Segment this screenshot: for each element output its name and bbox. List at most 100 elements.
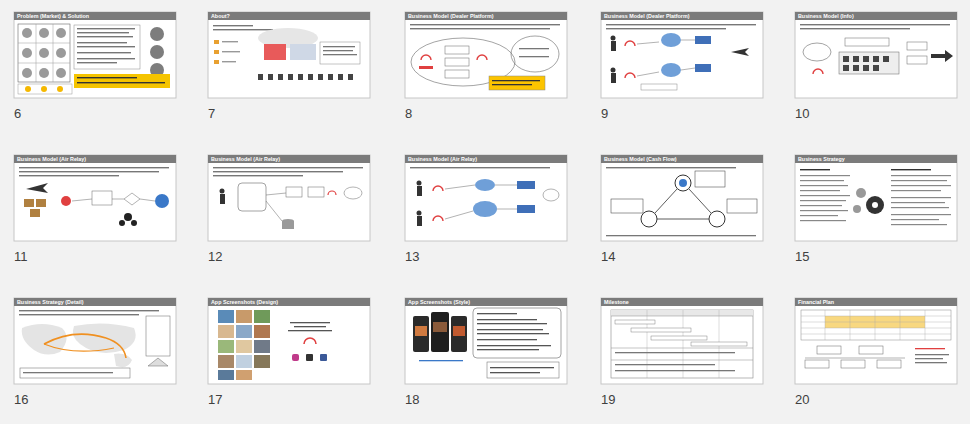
thumb-graphic <box>679 179 687 187</box>
thumb-graphic <box>445 58 469 66</box>
thumb-graphic <box>286 187 302 197</box>
thumb-graphic <box>657 219 709 220</box>
thumb-graphic <box>606 235 756 236</box>
thumb-graphic <box>77 62 117 63</box>
slide-number: 9 <box>601 106 608 121</box>
thumb-graphic <box>615 370 735 371</box>
thumb-graphic <box>891 190 941 191</box>
thumb-graphic <box>119 220 125 226</box>
slide-number: 15 <box>795 249 809 264</box>
thumb-graphic <box>236 325 252 338</box>
slide-number: 7 <box>208 106 215 121</box>
thumb-graphic <box>661 63 681 77</box>
thumb-graphic <box>601 155 763 241</box>
thumb-graphic <box>891 219 939 220</box>
thumb-graphic <box>891 169 931 170</box>
thumb-graphic <box>601 12 763 98</box>
thumb-graphic <box>891 207 949 208</box>
slide-thumb <box>405 155 567 241</box>
thumb-graphic <box>77 46 135 47</box>
slide-thumbnail: Business Model (Dealer Platform)9 <box>601 12 763 98</box>
thumb-graphic <box>19 310 159 311</box>
thumb-graphic <box>872 202 878 208</box>
thumb-graphic <box>801 322 951 323</box>
thumb-graphic <box>492 80 540 81</box>
thumb-graphic <box>14 155 176 241</box>
slide-thumb <box>208 298 370 384</box>
thumb-graphic <box>915 348 945 349</box>
slide-thumb <box>601 298 763 384</box>
slide-thumbnail: App Screenshots (Style)18 <box>405 298 567 384</box>
thumb-graphic <box>801 310 951 340</box>
thumb-graphic <box>417 211 422 216</box>
thumb-graphic <box>236 310 252 323</box>
thumb-graphic <box>238 183 266 211</box>
thumb-graphic <box>254 340 270 353</box>
thumb-graphic <box>74 74 170 88</box>
thumb-graphic <box>907 56 927 64</box>
thumb-graphic <box>517 181 535 189</box>
thumb-graphic <box>264 44 286 60</box>
thumb-graphic <box>23 372 113 373</box>
thumb-graphic <box>475 179 495 191</box>
thumb-graphic <box>208 298 370 384</box>
slide-title: About? <box>208 12 370 20</box>
thumb-graphic <box>873 65 879 71</box>
thumb-graphic <box>417 186 422 196</box>
thumb-graphic <box>691 342 747 346</box>
thumb-graphic <box>218 340 234 353</box>
thumb-graphic <box>606 24 756 25</box>
thumb-graphic <box>77 32 129 33</box>
slide-title: Business Model (Air Relay) <box>14 155 176 163</box>
slide-thumb <box>795 298 957 384</box>
thumb-graphic <box>800 215 838 216</box>
slide-thumbnail: Business Model (Air Relay)11 <box>14 155 176 241</box>
slide-thumb <box>208 12 370 98</box>
thumb-graphic <box>800 175 850 176</box>
thumb-graphic <box>675 175 691 191</box>
thumb-graphic <box>236 355 252 368</box>
slide-title: Financial Plan <box>795 298 957 306</box>
thumb-graphic <box>348 74 353 80</box>
thumb-graphic <box>495 185 517 186</box>
thumb-graphic <box>683 310 684 378</box>
thumb-graphic <box>36 24 37 82</box>
thumb-graphic <box>214 50 219 54</box>
thumb-graphic <box>727 199 757 213</box>
thumb-graphic <box>338 74 343 80</box>
slide-title: Business Model (Info) <box>795 12 957 20</box>
thumb-graphic <box>323 50 353 51</box>
thumb-graphic <box>445 46 469 54</box>
thumb-graphic <box>19 314 139 315</box>
thumb-graphic <box>258 74 263 80</box>
thumb-graphic <box>213 175 303 176</box>
thumb-graphic <box>19 171 159 172</box>
thumb-graphic <box>451 316 467 352</box>
thumb-graphic <box>214 60 219 64</box>
thumb-graphic <box>150 45 164 59</box>
title-bar: Business Strategy (Detail) <box>14 298 176 306</box>
thumb-graphic <box>631 328 691 332</box>
thumb-graphic <box>155 194 169 208</box>
thumb-graphic <box>419 360 463 361</box>
thumb-graphic <box>328 74 333 80</box>
slide-title: Business Strategy (Detail) <box>14 298 176 306</box>
slide-thumbnail: About?7 <box>208 12 370 98</box>
thumb-graphic <box>655 189 677 213</box>
thumb-graphic <box>907 42 927 50</box>
slide-number: 8 <box>405 106 412 121</box>
thumb-graphic <box>77 58 135 59</box>
thumb-graphic <box>445 70 469 78</box>
thumb-graphic <box>61 196 71 206</box>
thumb-graphic <box>800 169 830 170</box>
thumb-graphic <box>601 298 763 384</box>
thumb-graphic <box>19 167 169 168</box>
slide-thumbnail: Business Model (Dealer Platform)8 <box>405 12 567 98</box>
thumb-graphic <box>731 48 749 56</box>
thumb-graphic <box>800 200 846 201</box>
slide-title: App Screenshots (Design) <box>208 298 370 306</box>
slide-title: Business Strategy <box>795 155 957 163</box>
thumb-graphic <box>39 28 49 38</box>
thumb-graphic <box>800 210 848 211</box>
